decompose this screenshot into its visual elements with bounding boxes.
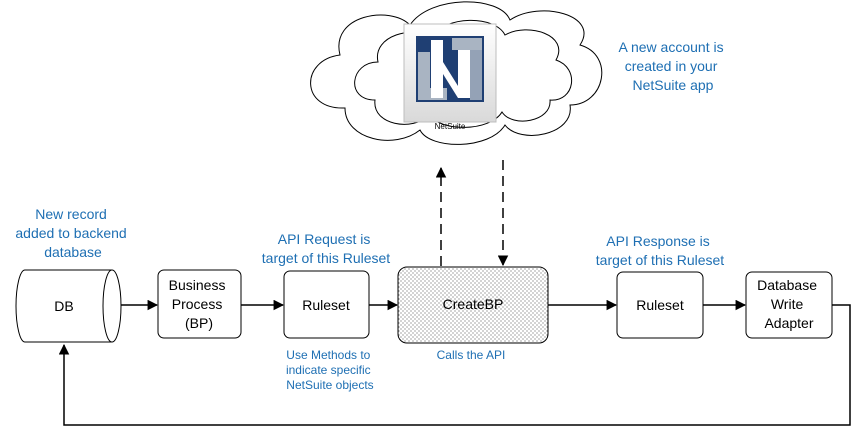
request-ruleset-annotation-line-1: API Request is <box>278 231 371 247</box>
cloud-annotation-line-2: created in your <box>625 58 718 74</box>
database-write-adapter-label-line-2: Write <box>771 296 804 312</box>
database-write-adapter-label: Database Write Adapter <box>757 277 821 331</box>
request-ruleset-label: Ruleset <box>302 297 350 313</box>
request-ruleset-annotation-line-2: target of this Ruleset <box>262 250 391 266</box>
netsuite-logo <box>403 23 497 123</box>
createbp-note: Calls the API <box>437 348 506 362</box>
request-ruleset-note: Use Methods to indicate specific NetSuit… <box>286 348 374 392</box>
database-write-adapter-label-line-1: Database <box>757 277 817 293</box>
request-ruleset-box: Ruleset <box>283 270 370 339</box>
db-annotation: New record added to backend database <box>15 206 130 260</box>
response-ruleset-annotation: API Response is target of this Ruleset <box>596 233 725 268</box>
db-annotation-line-3: database <box>44 244 102 260</box>
business-process-box: Business Process (BP) <box>157 269 242 339</box>
db-label: DB <box>54 298 73 314</box>
business-process-label-line-3: (BP) <box>185 315 213 331</box>
database-write-adapter-label-line-3: Adapter <box>764 315 813 331</box>
cloud-annotation-line-3: NetSuite app <box>633 77 714 93</box>
request-ruleset-note-line-2: indicate specific <box>286 363 371 377</box>
db-annotation-line-2: added to backend <box>15 225 126 241</box>
netsuite-cloud: NetSuite <box>310 1 603 145</box>
business-process-label-line-2: Process <box>172 296 223 312</box>
request-ruleset-note-line-1: Use Methods to <box>286 348 370 362</box>
db-annotation-line-1: New record <box>35 206 107 222</box>
business-process-label: Business Process (BP) <box>169 277 230 331</box>
business-process-label-line-1: Business <box>169 277 226 293</box>
request-ruleset-annotation: API Request is target of this Ruleset <box>262 231 391 266</box>
netsuite-logo-caption: NetSuite <box>435 122 466 131</box>
database-write-adapter-box: Database Write Adapter <box>745 271 833 339</box>
return-arrow-adapter-to-db <box>58 304 851 426</box>
response-ruleset-annotation-line-2: target of this Ruleset <box>596 252 725 268</box>
response-ruleset-annotation-line-1: API Response is <box>606 233 710 249</box>
request-ruleset-note-line-3: NetSuite objects <box>286 378 373 392</box>
cloud-annotation-line-1: A new account is <box>619 39 724 55</box>
db-cylinder: DB <box>15 269 122 343</box>
createbp-box: CreateBP <box>397 266 549 344</box>
response-ruleset-box: Ruleset <box>616 271 704 339</box>
createbp-label: CreateBP <box>443 296 504 312</box>
response-ruleset-label: Ruleset <box>636 297 684 313</box>
cloud-annotation: A new account is created in your NetSuit… <box>619 39 728 93</box>
